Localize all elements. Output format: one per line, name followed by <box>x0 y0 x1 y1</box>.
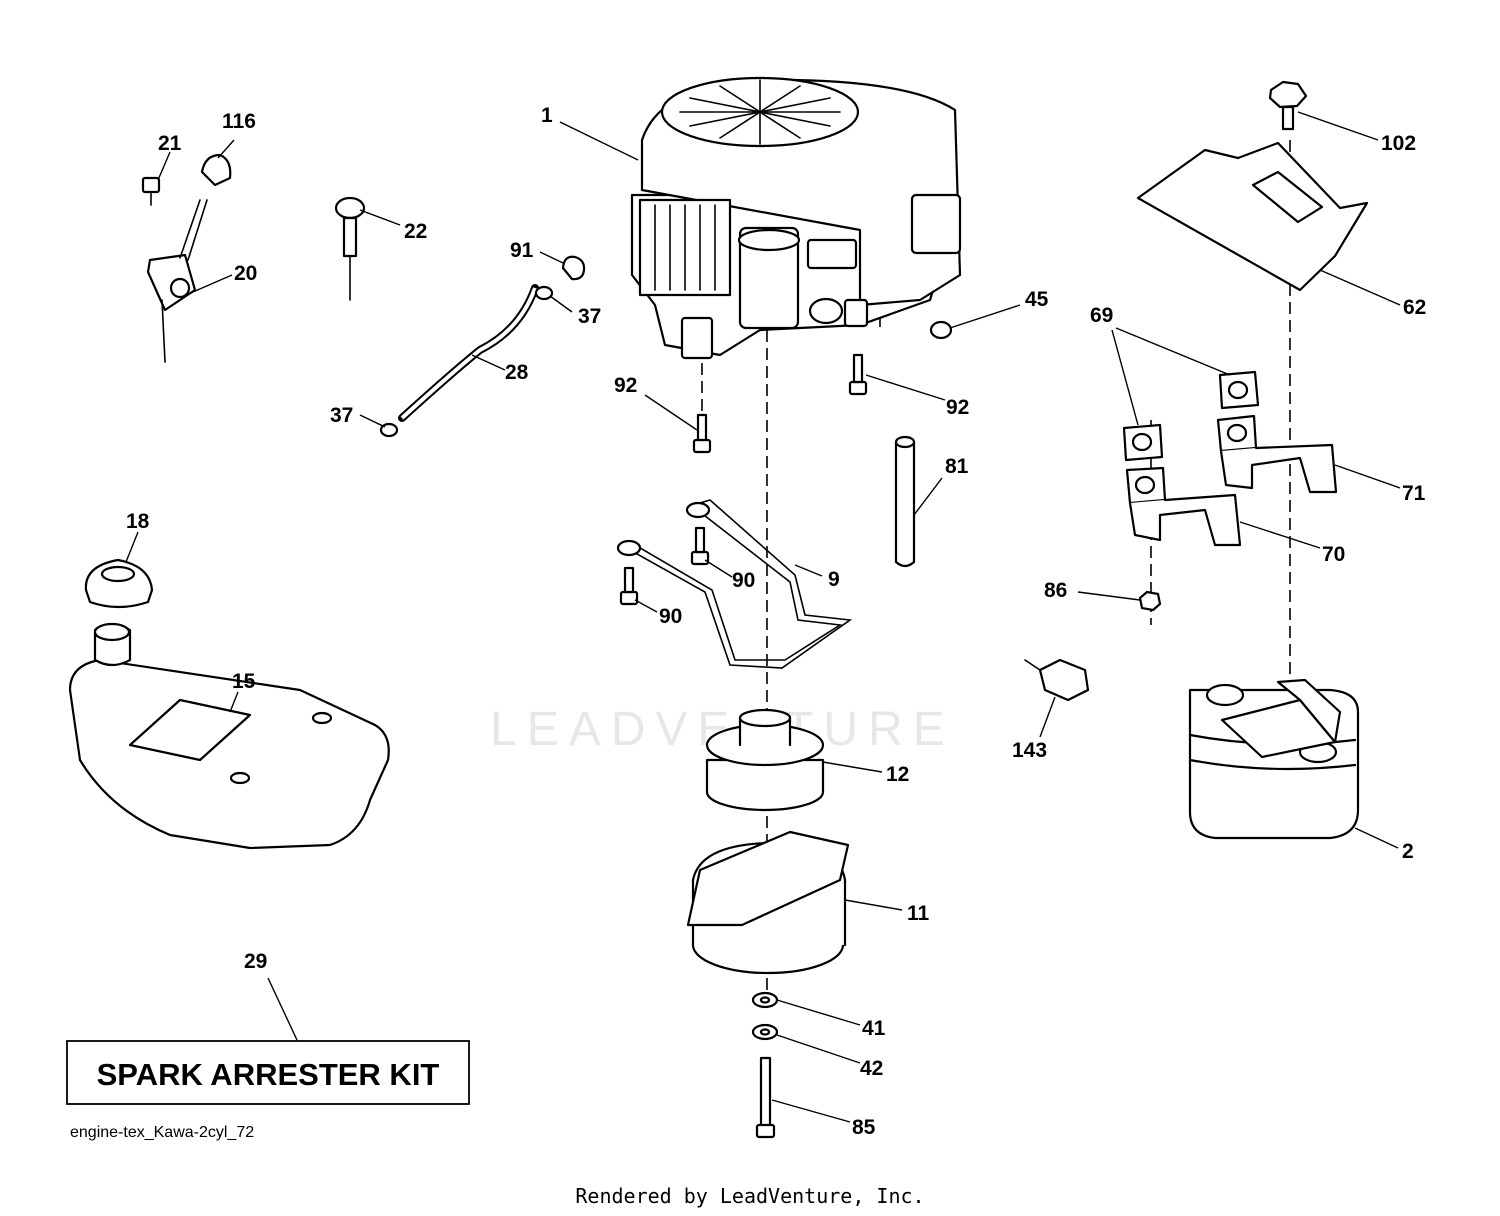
callout-12: 12 <box>886 763 909 786</box>
bolt-92-right <box>848 353 868 396</box>
callout-28: 28 <box>505 361 529 384</box>
pulley <box>705 708 825 812</box>
callout-90-b: 90 <box>659 605 682 628</box>
callout-18: 18 <box>126 510 150 533</box>
spark-arrester-kit-box: SPARK ARRESTER KIT <box>66 1040 470 1105</box>
screw-102 <box>1268 80 1308 131</box>
knob <box>200 153 232 187</box>
callout-labels: 1 2 9 11 12 15 18 20 21 22 28 29 37 37 4… <box>126 104 1426 1139</box>
gasket-upper <box>1218 370 1260 410</box>
callout-45: 45 <box>1025 288 1049 311</box>
callout-20: 20 <box>234 262 257 285</box>
bolt-21 <box>141 176 161 206</box>
callout-90-a: 90 <box>732 569 755 592</box>
callout-2: 2 <box>1402 840 1414 863</box>
callout-92-left: 92 <box>614 374 637 397</box>
rod <box>616 499 853 669</box>
fuel-cap <box>84 558 154 609</box>
engine <box>630 76 962 360</box>
bolt-92-left <box>692 413 712 454</box>
callout-71: 71 <box>1402 482 1426 505</box>
callout-62: 62 <box>1403 296 1426 319</box>
washer-41 <box>751 991 779 1009</box>
fitting-91 <box>561 255 586 281</box>
plunger <box>334 196 366 301</box>
heat-shield <box>1136 141 1369 292</box>
nut-45 <box>929 320 953 340</box>
callout-1: 1 <box>541 104 553 127</box>
callout-22: 22 <box>404 220 427 243</box>
callout-86: 86 <box>1044 579 1067 602</box>
callout-37-right: 37 <box>578 305 601 328</box>
switch <box>1024 658 1090 702</box>
bolt-90-b <box>619 566 639 606</box>
muffler <box>1188 678 1360 840</box>
callout-85: 85 <box>852 1116 876 1139</box>
exhaust-pipe-71 <box>1216 414 1338 494</box>
callout-29: 29 <box>244 950 267 973</box>
throttle-control <box>146 199 208 363</box>
callout-102: 102 <box>1381 132 1416 155</box>
callout-11: 11 <box>907 902 930 925</box>
clutch <box>686 830 850 975</box>
fuel-hose <box>379 284 554 438</box>
tube <box>894 435 916 568</box>
bolt-85 <box>755 1056 776 1139</box>
callout-116: 116 <box>222 110 256 133</box>
diagram-id: engine-tex_Kawa-2cyl_72 <box>70 1124 254 1141</box>
callout-9: 9 <box>828 568 840 591</box>
kit-label: SPARK ARRESTER KIT <box>97 1057 440 1092</box>
callout-21: 21 <box>158 132 182 155</box>
credit-line: Rendered by LeadVenture, Inc. <box>575 1184 924 1208</box>
leader-lines <box>125 111 1401 1123</box>
callout-91: 91 <box>510 239 534 262</box>
bolt-90-a <box>690 526 710 566</box>
callout-81: 81 <box>945 455 969 478</box>
callout-143: 143 <box>1012 739 1047 762</box>
fuel-tank <box>68 622 390 850</box>
callout-92-right: 92 <box>946 396 969 419</box>
callout-70: 70 <box>1322 543 1345 566</box>
gasket-lower <box>1122 423 1164 462</box>
exhaust-pipe-70 <box>1125 466 1242 547</box>
callout-69: 69 <box>1090 304 1113 327</box>
washer-42 <box>751 1023 779 1041</box>
callout-37-left: 37 <box>330 404 353 427</box>
callout-42: 42 <box>860 1057 883 1080</box>
callout-41: 41 <box>862 1017 886 1040</box>
nut-86 <box>1138 590 1162 612</box>
callout-15: 15 <box>232 670 256 693</box>
